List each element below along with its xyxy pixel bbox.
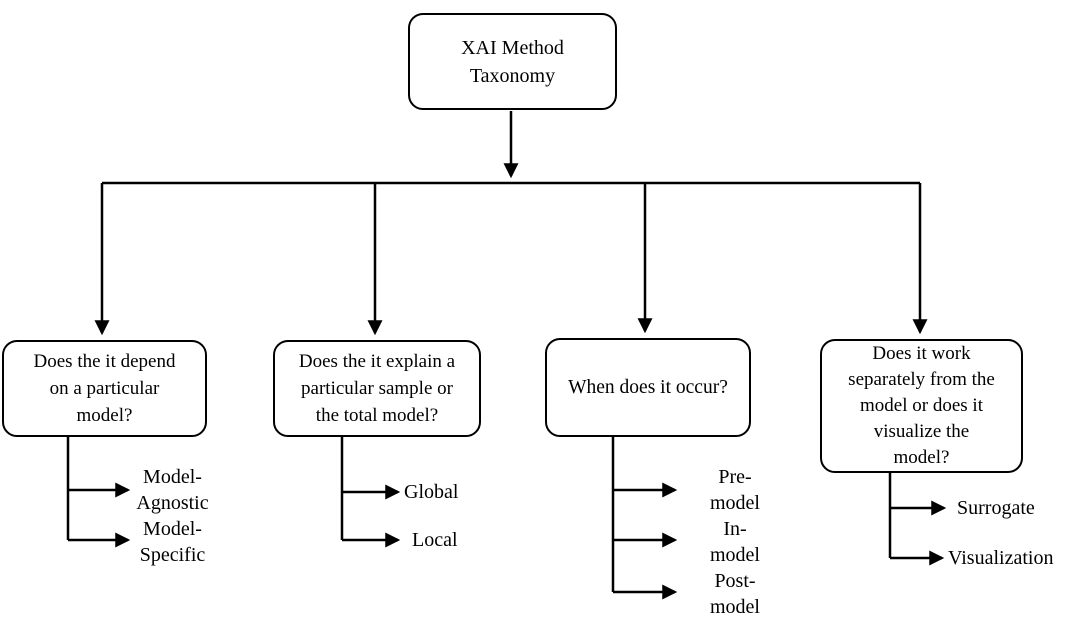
question-node-when-occur: When does it occur? bbox=[545, 338, 751, 437]
leaf-surrogate: Surrogate bbox=[957, 497, 1035, 519]
leaf-post-model: Post- model bbox=[710, 570, 760, 618]
question-node-model-dependence: Does the it depend on a particular model… bbox=[2, 340, 207, 437]
question-node-sample-or-total: Does the it explain a particular sample … bbox=[273, 340, 481, 437]
leaf-in-model: In- model bbox=[710, 518, 760, 566]
leaf-model-agnostic: Model- Agnostic bbox=[136, 466, 209, 514]
leaf-model-specific: Model- Specific bbox=[139, 518, 206, 566]
question-node-separate-or-visualize: Does it work separately from the model o… bbox=[820, 339, 1023, 473]
leaf-pre-model: Pre- model bbox=[710, 466, 760, 514]
leaf-visualization: Visualization bbox=[948, 547, 1054, 569]
leaf-global: Global bbox=[404, 481, 459, 503]
leaf-local: Local bbox=[412, 529, 458, 551]
root-node-xai-method-taxonomy: XAI Method Taxonomy bbox=[408, 13, 617, 110]
